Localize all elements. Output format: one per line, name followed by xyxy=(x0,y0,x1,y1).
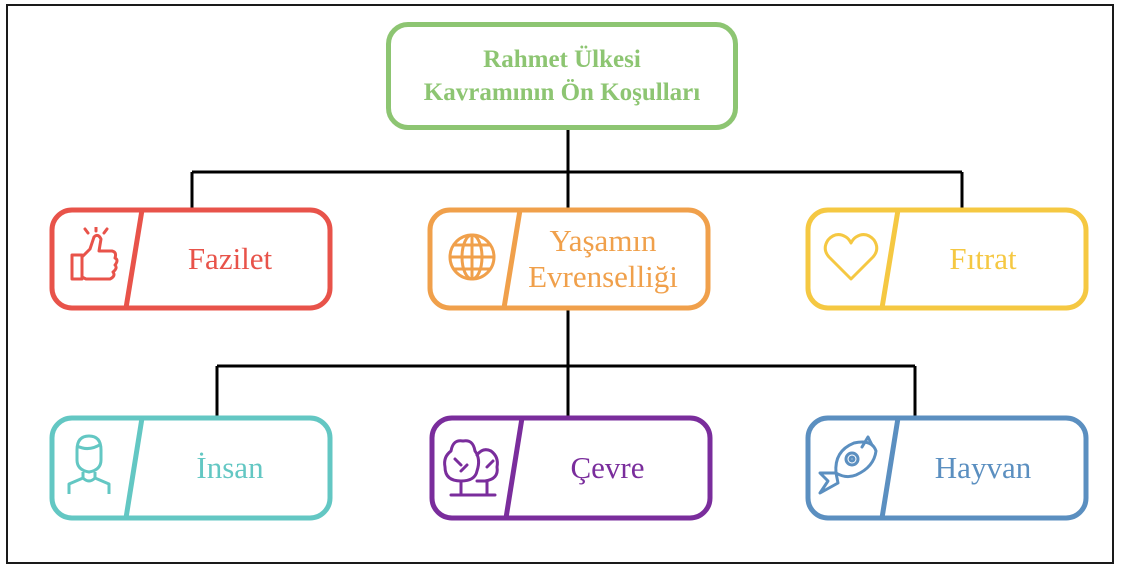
fazilet-text: Fazilet xyxy=(187,241,273,276)
person-icon xyxy=(60,428,118,500)
connector-layer xyxy=(49,130,1089,521)
node-fazilet-divider xyxy=(123,209,145,309)
fish-icon xyxy=(814,430,880,502)
root-node: Rahmet Ülkesi Kavramının Ön Koşulları xyxy=(386,22,738,130)
root-title-line-1: Rahmet Ülkesi xyxy=(483,46,641,73)
trees-icon xyxy=(440,432,502,502)
fitrat-text: Fıtrat xyxy=(949,241,1017,276)
cevre-text: Çevre xyxy=(570,450,645,485)
node-fitrat-box xyxy=(805,207,1089,311)
yasamin-text-line-2: Evrenselliği xyxy=(528,259,678,294)
node-cevre-label: Çevre xyxy=(515,420,700,516)
node-insan-divider xyxy=(123,417,145,519)
node-fazilet-box xyxy=(49,207,333,311)
node-cevre-box xyxy=(429,415,713,521)
node-hayvan-box xyxy=(805,415,1089,521)
node-yasamin-box xyxy=(427,207,711,311)
node-hayvan-divider xyxy=(879,417,901,519)
insan-text: İnsan xyxy=(196,450,264,485)
node-cevre-divider xyxy=(503,417,525,519)
node-yasamin-label: Yaşamın Evrenselliği xyxy=(508,212,698,306)
connector-root-level1 xyxy=(190,130,964,210)
node-fitrat-divider xyxy=(879,209,901,309)
yasamin-text-line-1: Yaşamın xyxy=(549,223,657,258)
node-fitrat-label: Fıtrat xyxy=(888,212,1078,306)
root-title-line-2: Kavramının Ön Koşulları xyxy=(423,79,701,106)
node-insan-label: İnsan xyxy=(140,420,320,516)
heart-icon xyxy=(820,225,882,289)
node-fazilet-label: Fazilet xyxy=(140,212,320,306)
hayvan-text: Hayvan xyxy=(934,450,1032,485)
node-yasamin-divider xyxy=(501,209,523,309)
connector-yasamin-level2 xyxy=(215,308,917,418)
node-hayvan-label: Hayvan xyxy=(888,420,1078,516)
globe-icon xyxy=(442,225,502,289)
thumbs-up-icon xyxy=(62,222,126,292)
node-insan-box xyxy=(49,415,333,521)
